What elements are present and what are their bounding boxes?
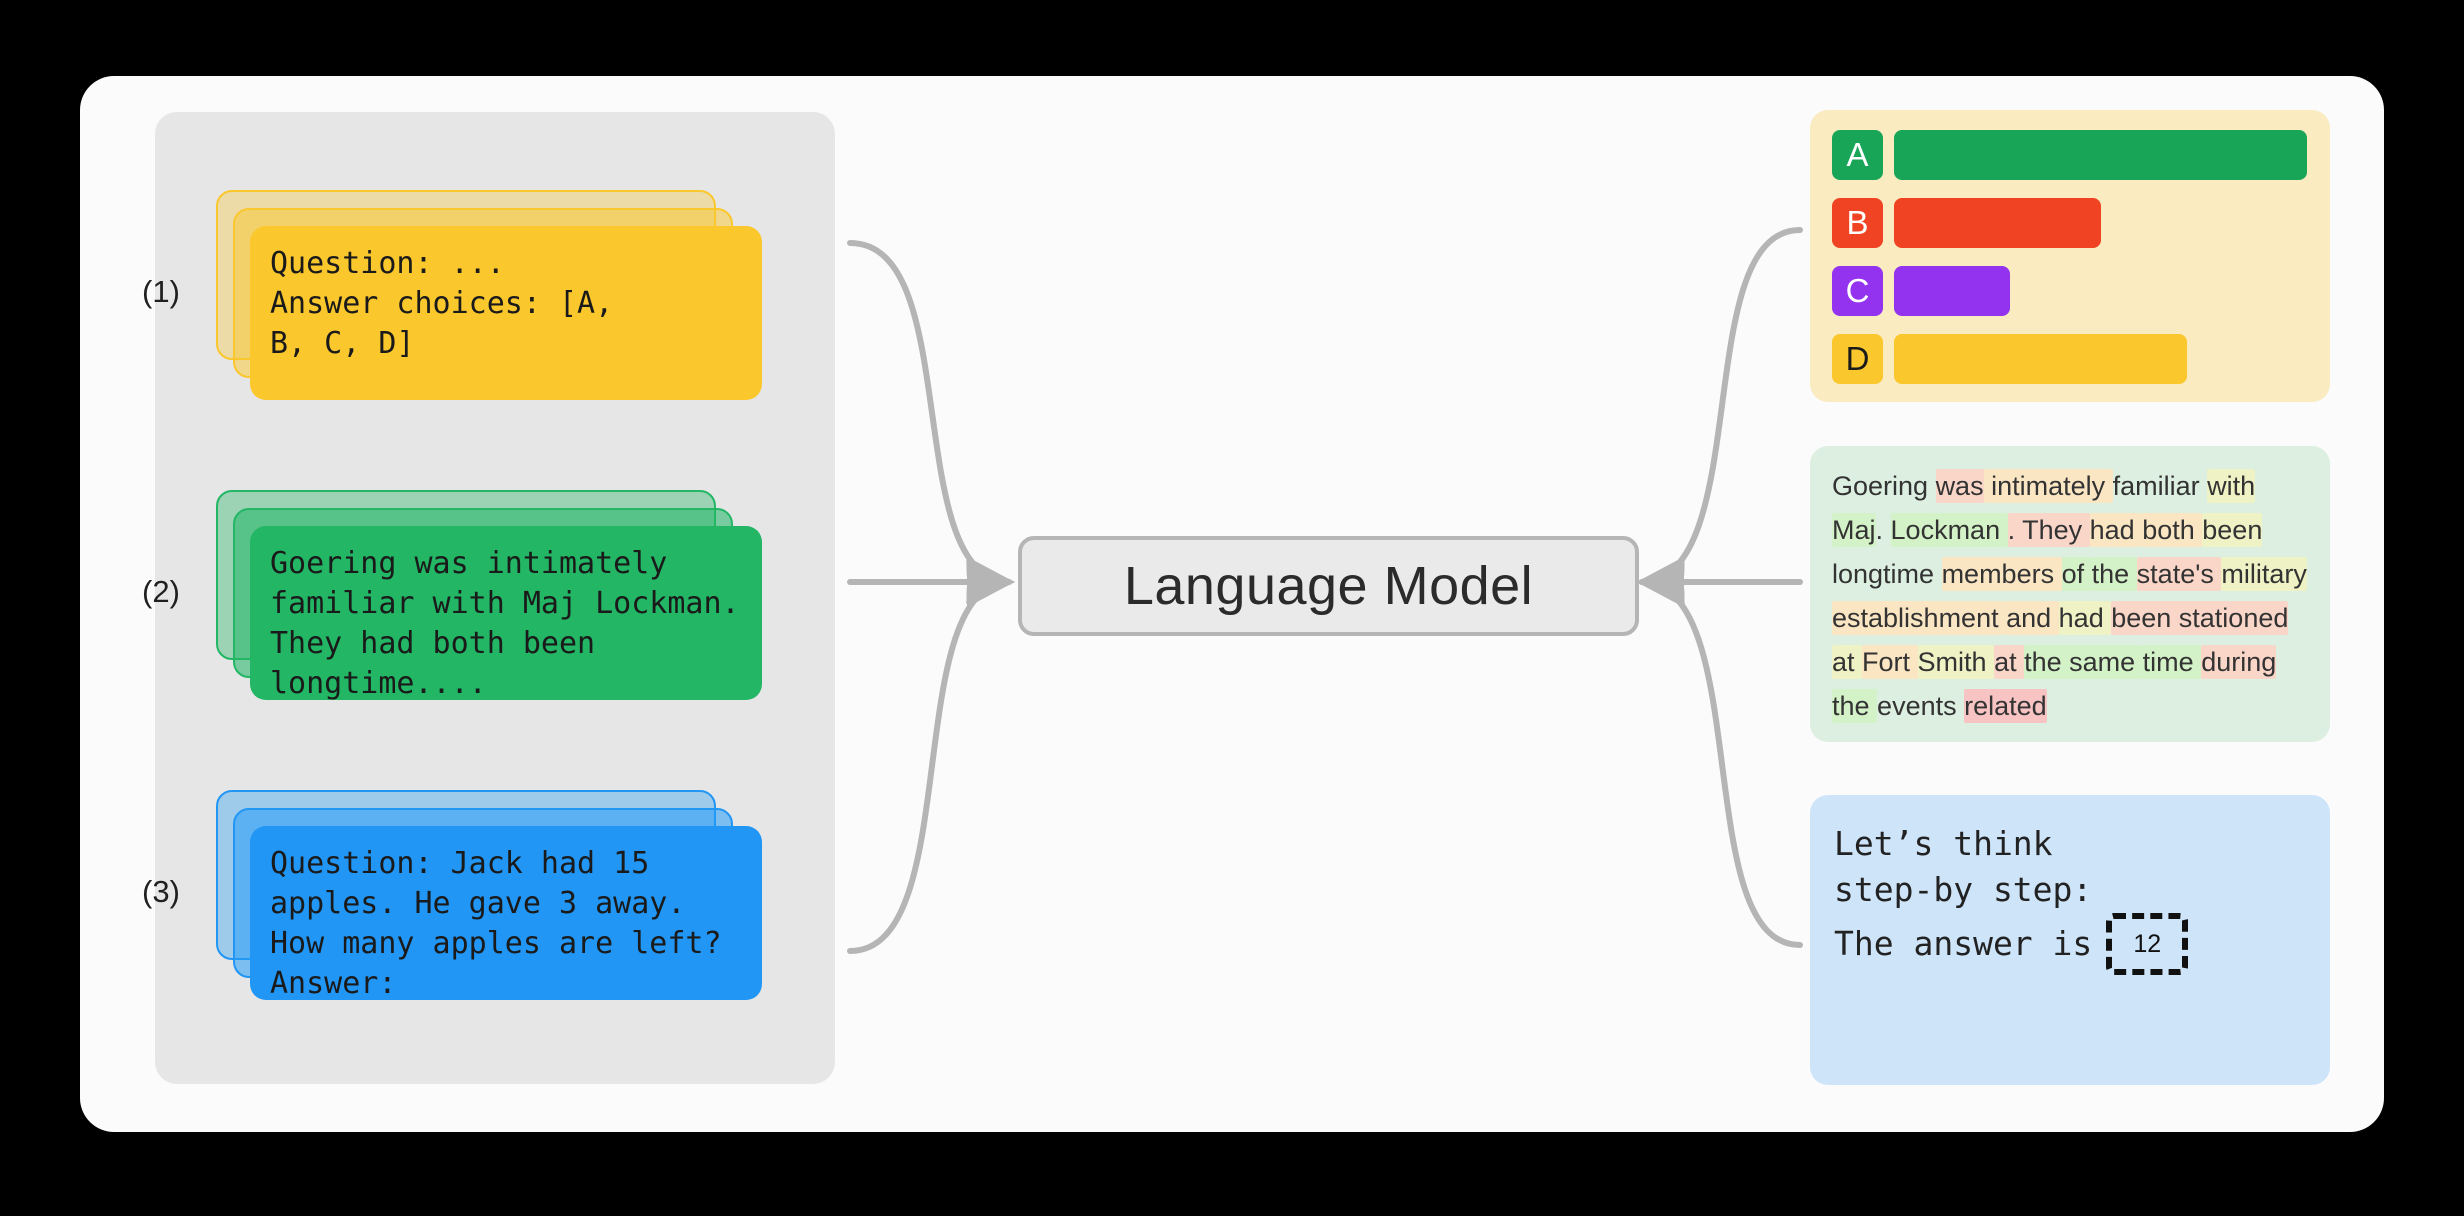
passage-token: at [1832,645,1863,679]
answer-choice-row[interactable]: A [1832,130,2308,180]
language-model-label: Language Model [1123,556,1534,616]
output-chain-of-thought-panel: Let’s think step-by step: The answer is … [1810,795,2330,1085]
cot-line-2: step-by step: [1834,870,2093,910]
language-model-node[interactable]: Language Model [1018,536,1639,636]
passage-token: members [1941,557,2062,591]
passage-token: military [2221,557,2307,591]
answer-choice-row[interactable]: B [1832,198,2308,248]
passage-token: the same [2024,645,2143,679]
passage-token: and [2006,601,2059,635]
passage-token: . [1875,515,1891,545]
answer-choice-row[interactable]: C [1832,266,2308,316]
prompt-card-front[interactable]: Question: Jack had 15 apples. He gave 3 … [250,826,762,1001]
cot-line-1: Let’s think [1834,824,2053,863]
cot-line-3-row: The answer is 12 [1834,913,2306,976]
answer-choice-key: D [1832,334,1883,384]
passage-token: the [1832,689,1878,723]
passage-token: longtime [1832,559,1942,589]
passage-token: of [2061,557,2092,591]
input-index-label-3: (3) [142,874,180,909]
answer-choice-row[interactable]: D [1832,334,2308,384]
passage-token: at [1994,645,2025,679]
passage-token: the [2091,557,2137,591]
prompt-card-front[interactable]: Question: ... Answer choices: [A, B, C, … [250,226,762,400]
input-index-label-1: (1) [142,274,180,309]
input-index-label-2: (2) [142,574,180,609]
answer-choice-key: A [1832,130,1883,180]
prompt-card-front[interactable]: Goering was intimately familiar with Maj… [250,526,762,701]
passage-token: related [1964,689,2047,723]
passage-token: had [2089,513,2143,547]
passage-token: had [2058,601,2112,635]
passage-token: during [2201,645,2277,679]
answer-choice-bar [1894,130,2307,180]
passage-token: state's [2136,557,2222,591]
passage-token: . They [2007,513,2090,547]
input-stack-3[interactable]: (3) Question: Jack had 15 apples. He gav… [142,790,762,1001]
answer-choice-bar [1894,266,2010,316]
passage-token: was [1935,469,1984,503]
passage-token: familiar [2112,471,2200,501]
passage-token: Goering [1832,471,1936,501]
passage-token: intimately [1983,469,2113,503]
passage-token: Lockman [1890,513,2008,547]
answer-choice-bar [1894,198,2101,248]
answer-choice-key: C [1832,266,1883,316]
input-stack-1[interactable]: (1) Question: ... Answer choices: [A, B,… [142,190,762,400]
passage-token: establishment [1832,601,2007,635]
answer-slot[interactable]: 12 [2106,913,2189,976]
input-stack-2[interactable]: (2) Goering was intimately familiar with… [142,490,762,701]
passage-token: been stationed [2111,601,2289,635]
passage-token: Maj [1832,513,1876,547]
highlighted-passage-text: Goering was intimately familiar with Maj… [1832,464,2308,728]
cot-line-3-text: The answer is [1834,924,2093,964]
passage-token: time [2142,645,2202,679]
answer-choice-bar [1894,334,2187,384]
passage-token: been [2202,513,2263,547]
answer-choice-key: B [1832,198,1883,248]
passage-token: with [2207,469,2256,503]
passage-token: events [1877,691,1965,721]
output-highlighted-passage-panel: Goering was intimately familiar with Maj… [1810,446,2330,742]
passage-token: Smith [1917,645,1995,679]
passage-token: Fort [1862,645,1918,679]
passage-token: both [2142,513,2203,547]
